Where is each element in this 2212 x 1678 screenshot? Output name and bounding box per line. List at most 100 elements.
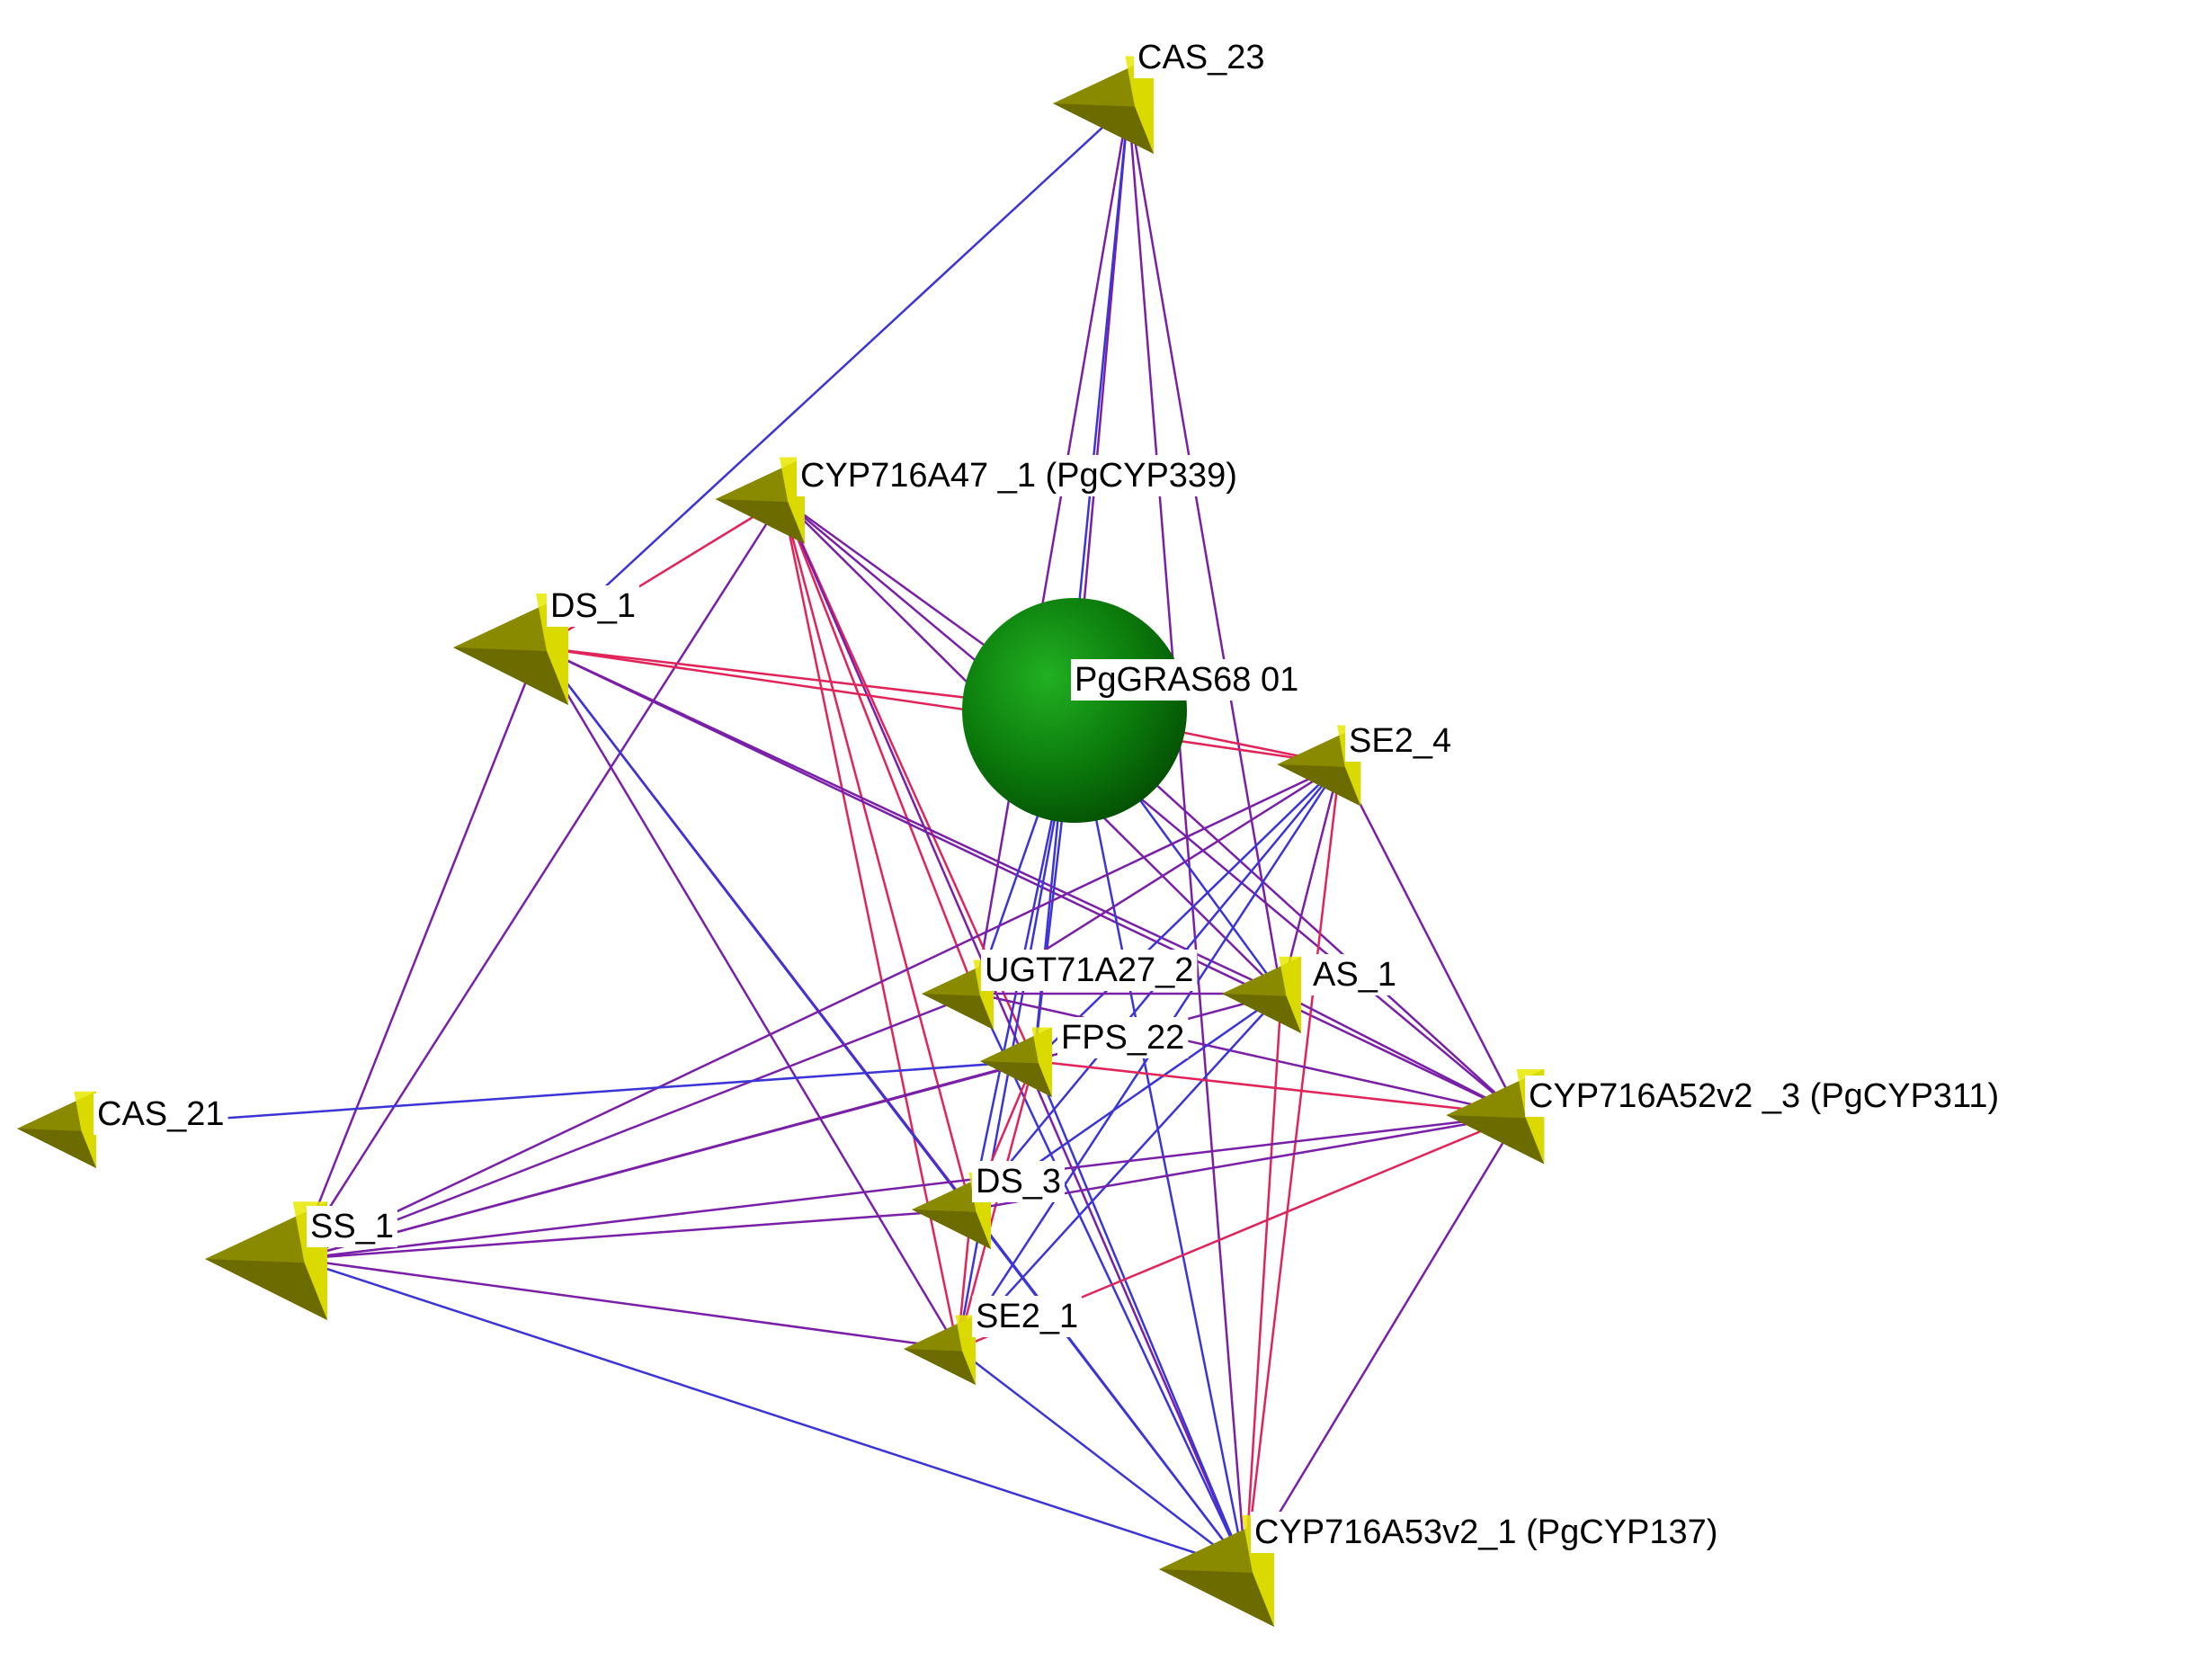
tetrahedron-shadow [1446,1115,1545,1165]
edge-CYP716A47-CYP716A53v2 [780,498,1247,1570]
edge-SS_1-CYP716A53v2 [296,1257,1246,1571]
label-background [797,455,1241,496]
node-label-text: DS_3 [976,1163,1061,1200]
label-CYP716A47: CYP716A47 _1 (PgCYP339) [797,455,1241,496]
edge-SE2_4-CYP716A52v2 [1338,763,1521,1116]
edge-AS_1-CYP716A53v2 [1244,993,1283,1570]
node-DS_1[interactable] [453,594,568,705]
label-background [1309,954,1400,995]
edge-DS_1-CYP716A52v2 [539,646,1521,1117]
label-background [1251,1512,1722,1553]
label-background [307,1206,397,1247]
edge-SE2_4-SS_1 [296,763,1341,1261]
node-label-text: CAS_23 [1137,39,1265,76]
edge-CYP716A47-CYP716A52v2 [781,498,1521,1116]
edge-SE2_4-AS_1 [1280,763,1342,995]
node-label-text: CYP716A53v2_1 (PgCYP137) [1254,1513,1717,1551]
tetrahedron-face [955,1315,976,1385]
edge-CYP716A52v2-SS_1 [296,1113,1521,1261]
edge-CAS_23-AS_1 [1127,103,1283,995]
node-CAS_21[interactable] [17,1091,96,1168]
node-label-text: DS_1 [550,587,636,625]
edge-CYP716A47-SS_1 [295,498,784,1260]
label-DS_1: DS_1 [547,585,640,627]
label-SE2_4: SE2_4 [1345,720,1456,762]
label-FPS_22: FPS_22 [1057,1017,1189,1058]
node-CAS_23[interactable] [1053,56,1154,155]
tetrahedron-shadow [453,647,568,705]
label-background [981,950,1198,991]
label-background [972,1296,1083,1337]
label-CYP716A52v2: CYP716A52v2 _3 (PgCYP311) [1525,1076,2003,1117]
edge-SE2_4-CYP716A53v2 [1244,763,1342,1570]
node-AS_1[interactable] [1222,956,1301,1033]
node-PgGRAS68[interactable] [962,598,1187,823]
edge-SS_1-SE2_1 [296,1257,959,1351]
tetrahedron-shadow [980,1061,1052,1097]
label-UGT71A27_2: UGT71A27_2 [981,950,1198,991]
edge-DS_1-AS_1 [539,646,1282,995]
tetrahedron-face [74,1091,96,1168]
node-SE2_1[interactable] [904,1315,976,1386]
node-label-text: CAS_21 [97,1095,225,1133]
node-SE2_4[interactable] [1277,725,1361,807]
node-label-text: SS_1 [310,1208,394,1245]
label-background [1525,1076,2003,1117]
node-label-text: SE2_1 [976,1298,1078,1335]
edge-UGT71A27_2-CYP716A52v2 [975,992,1521,1117]
tetrahedron-shadow [205,1259,327,1320]
node-label-text: AS_1 [1313,956,1396,994]
node-label-text: CYP716A47 _1 (PgCYP339) [800,457,1237,495]
tetrahedron-face [1279,956,1301,1033]
tetrahedron-shadow [912,1209,991,1249]
tetrahedron-face [1031,1027,1052,1097]
edge-CAS_23-DS_1 [539,103,1129,648]
label-background [1134,37,1269,78]
nodes-layer [17,56,1545,1627]
label-SS_1: SS_1 [307,1206,397,1247]
edge-DS_1-SE2_4 [539,646,1341,766]
tetrahedron-shadow [17,1129,96,1168]
node-label-text: FPS_22 [1061,1019,1184,1057]
edge-DS_1-SS_1 [295,647,541,1260]
tetrahedron-shadow [715,499,805,544]
sphere-icon [962,598,1187,823]
edge-SE2_4-FPS_22 [1033,763,1341,1062]
label-background [972,1161,1066,1202]
label-background [94,1093,228,1135]
tetrahedron-shadow [1159,1569,1274,1627]
label-background [1345,720,1456,762]
label-CYP716A53v2: CYP716A53v2_1 (PgCYP137) [1251,1512,1722,1553]
edge-FPS_22-CYP716A52v2 [1033,1059,1521,1117]
edge-DS_3-CYP716A53v2 [970,1209,1246,1570]
edge-FPS_22-CYP716A53v2 [1032,1060,1247,1570]
node-FPS_22[interactable] [980,1027,1052,1098]
node-label-text: PgGRAS68 01 [1075,661,1298,699]
edge-FPS_22-CAS_21 [76,1059,1035,1130]
label-background [1057,1017,1189,1058]
label-CAS_21: CAS_21 [94,1093,228,1135]
tetrahedron-shadow [922,994,994,1030]
edge-UGT71A27_2-SS_1 [296,992,977,1261]
edges-layer [76,103,1521,1571]
edge-SS_1-DS_3 [296,1208,972,1261]
edge-UGT71A27_2-CYP716A53v2 [974,993,1247,1570]
edge-DS_1-SE2_1 [538,647,959,1350]
edge-AS_1-CYP716A52v2 [1280,992,1521,1117]
node-label-text: UGT71A27_2 [985,951,1193,989]
edge-CYP716A47-UGT71A27_2 [780,498,977,995]
edge-CYP716A47-DS_3 [780,498,973,1210]
edge-CYP716A52v2-CYP716A53v2 [1244,1114,1521,1570]
edge-AS_1-SE2_1 [957,993,1282,1350]
tetrahedron-shadow [1222,994,1301,1033]
label-background [547,585,640,627]
node-label-text: SE2_4 [1349,722,1451,760]
edge-CAS_23-UGT71A27_2 [974,103,1130,995]
tetrahedron-shadow [1053,103,1154,154]
edge-CAS_23-FPS_22 [1032,103,1130,1062]
node-label-text: CYP716A52v2 _3 (PgCYP311) [1529,1077,1999,1115]
label-CAS_23: CAS_23 [1134,37,1269,78]
tetrahedron-shadow [904,1349,976,1385]
